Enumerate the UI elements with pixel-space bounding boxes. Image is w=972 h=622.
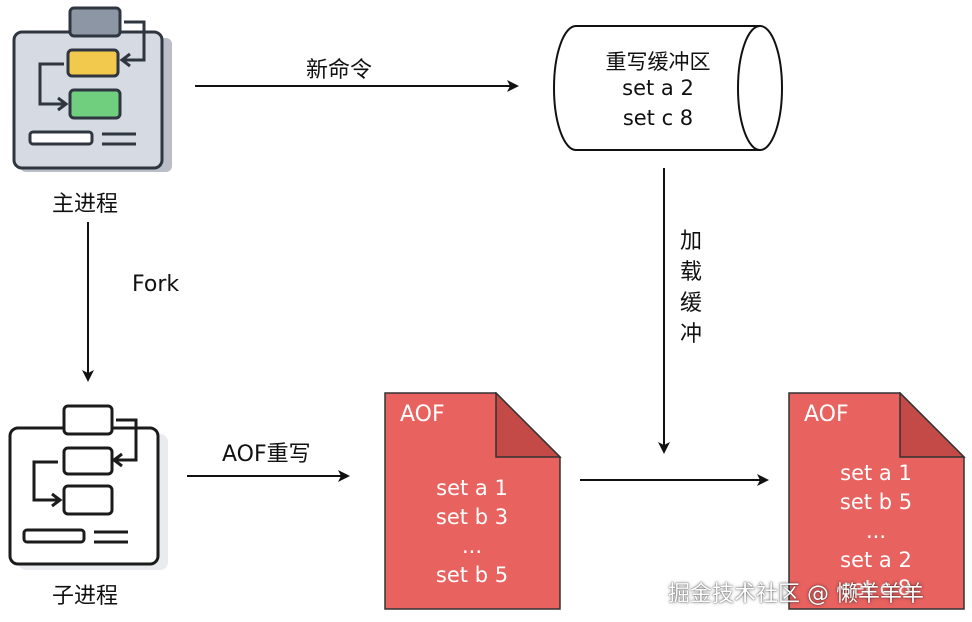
- aof-rewrite-label: AOF重写: [222, 442, 311, 467]
- aof-new-line: set b 5: [839, 490, 913, 514]
- watermark: 掘金技术社区 @ 懒羊羊羊: [668, 582, 924, 607]
- aof-new-line: ...: [865, 519, 887, 543]
- fork-label: Fork: [132, 272, 180, 297]
- aof-old-line: set b 5: [435, 563, 509, 587]
- aof-new-line: set a 1: [840, 461, 912, 485]
- main-process-icon: [12, 6, 172, 172]
- rewrite-buffer-line: set c 8: [622, 106, 694, 130]
- load-buffer-char: 载: [679, 260, 702, 285]
- aof-new-line: set a 2: [840, 548, 912, 572]
- load-buffer-char: 冲: [679, 322, 702, 347]
- aof-old-document: [384, 392, 562, 610]
- aof-old-title: AOF: [400, 402, 445, 427]
- aof-new-line: set c 8: [840, 576, 912, 600]
- load-buffer-char: 加: [679, 229, 702, 254]
- rewrite-buffer-title: 重写缓冲区: [605, 50, 711, 74]
- load-buffer-char: 缓: [679, 291, 702, 316]
- new-command-label: 新命令: [306, 58, 373, 83]
- main-process-label: 主进程: [52, 192, 119, 217]
- rewrite-buffer-line: set a 2: [622, 76, 694, 100]
- rewrite-buffer-cylinder: [553, 25, 783, 151]
- aof-old-line: set a 1: [436, 476, 508, 500]
- child-process-icon: [8, 404, 168, 570]
- aof-new-title: AOF: [804, 402, 849, 427]
- aof-old-line: set b 3: [435, 505, 509, 529]
- aof-old-line: ...: [461, 534, 483, 558]
- child-process-label: 子进程: [52, 584, 119, 609]
- aof-new-document: [788, 392, 966, 610]
